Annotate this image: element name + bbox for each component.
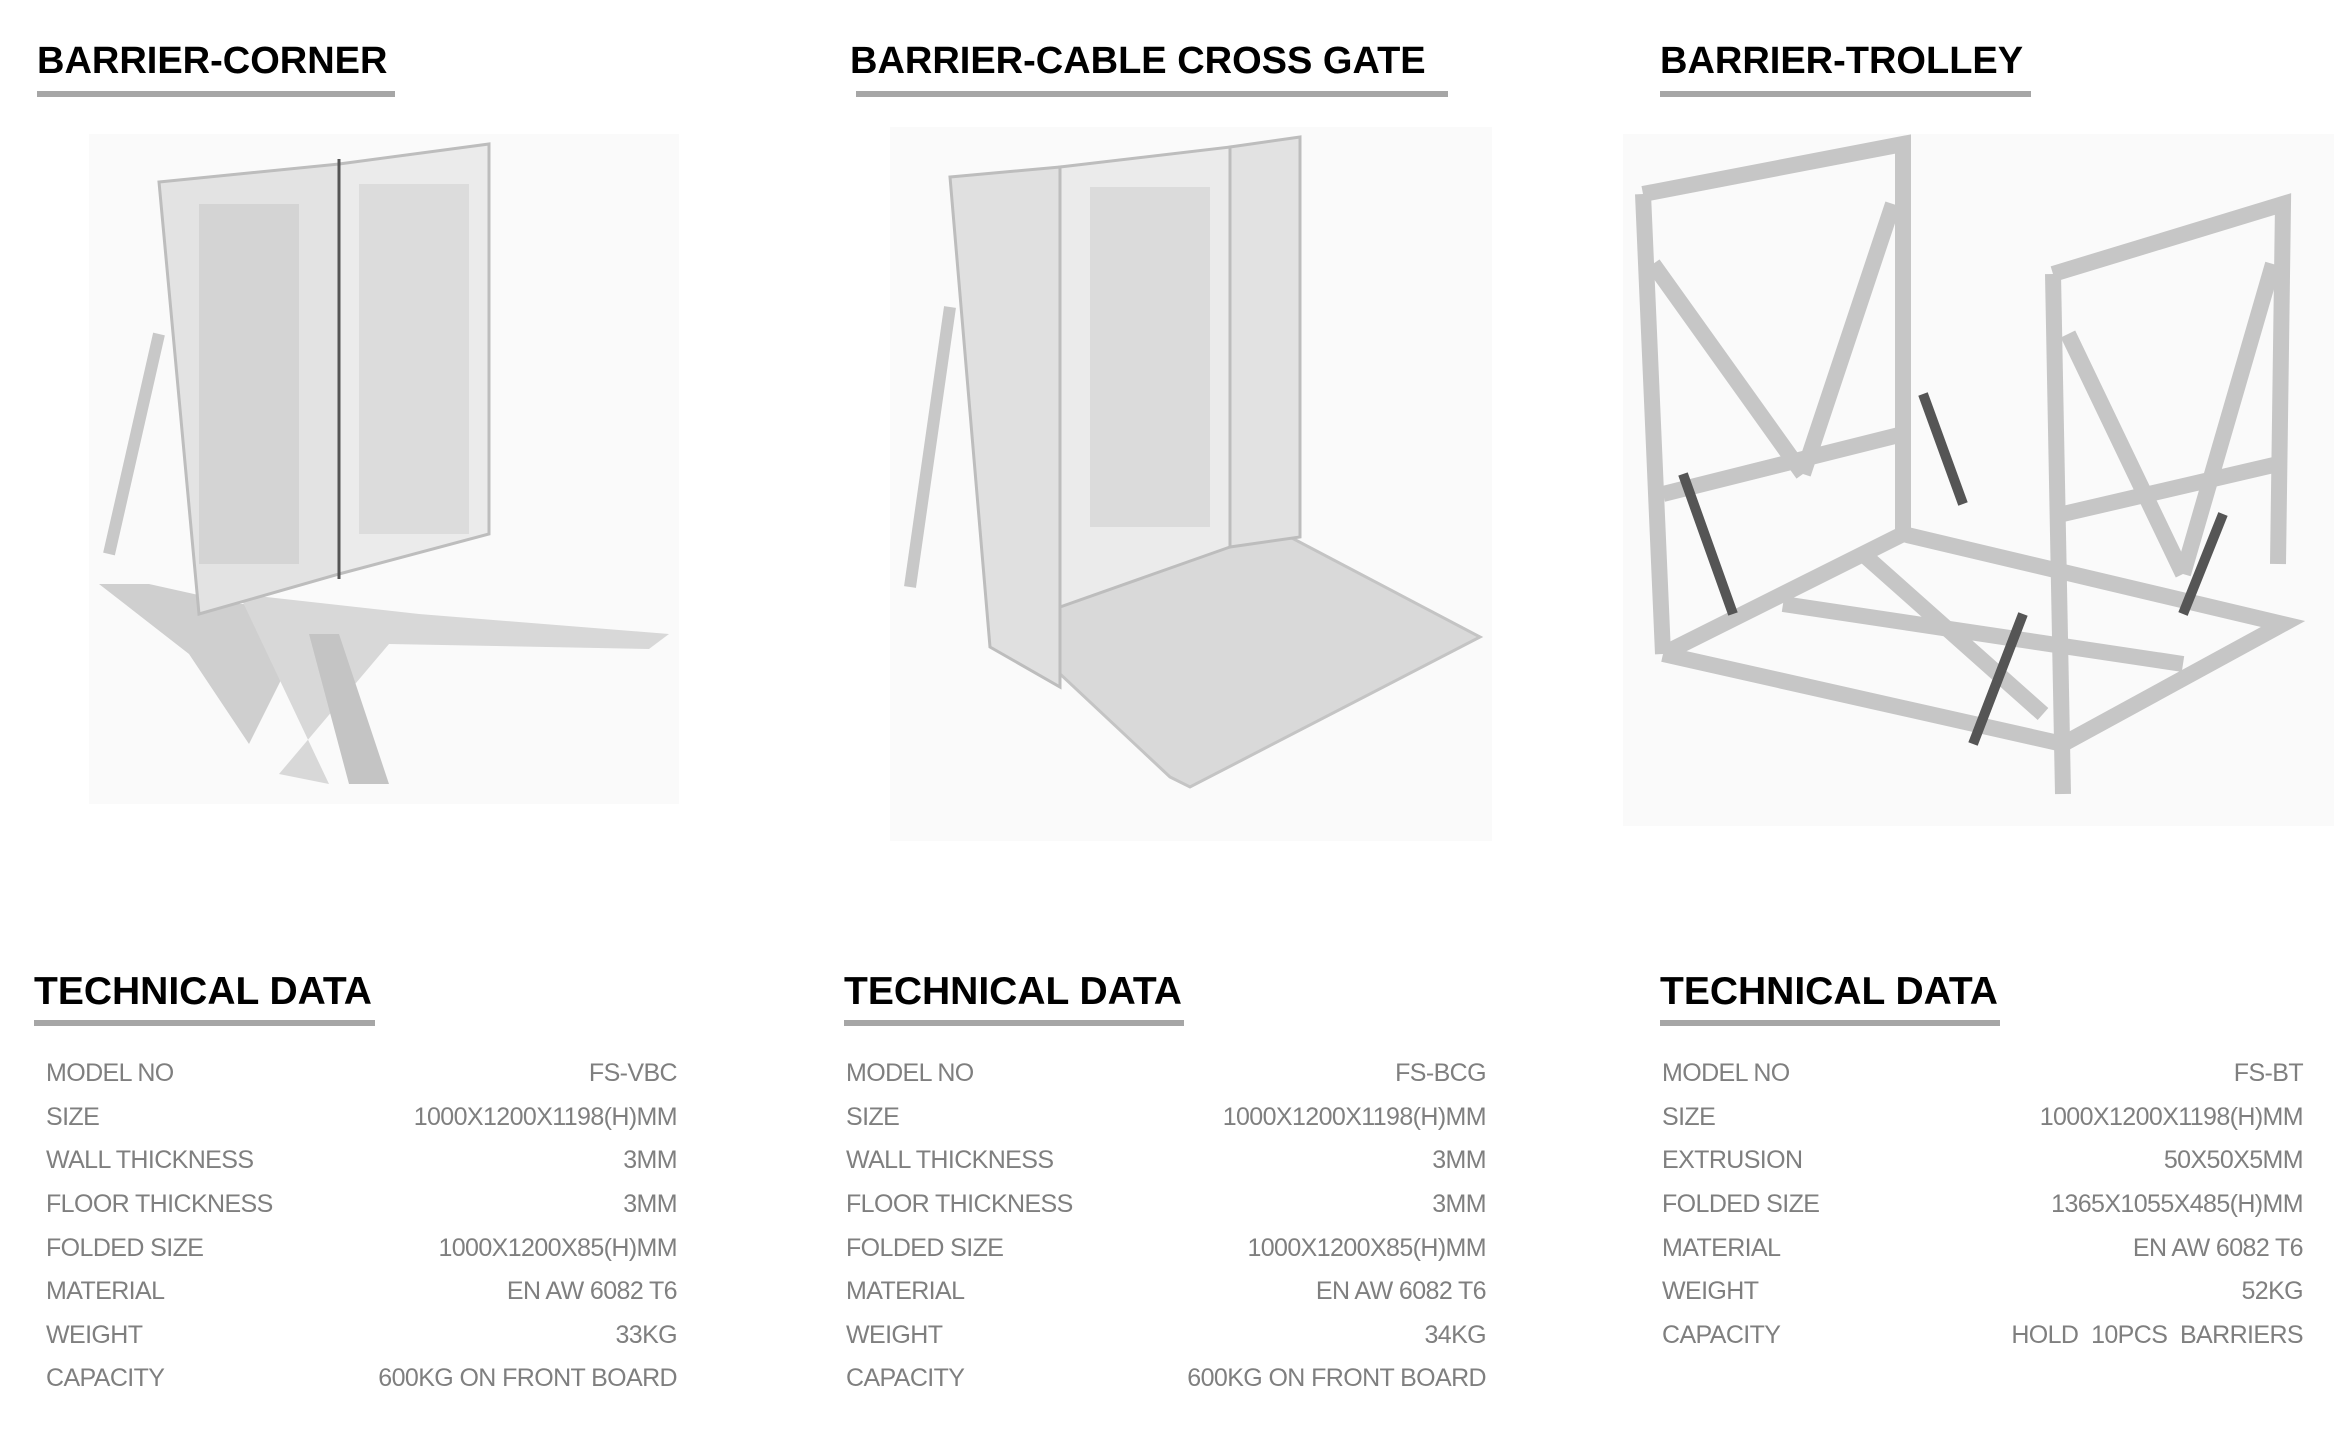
spec-row: MATERIAL EN AW 6082 T6 [46,1270,678,1314]
spec-row: CAPACITY 600KG ON FRONT BOARD [46,1357,678,1401]
spec-value: 600KG ON FRONT BOARD [378,1364,677,1393]
heading-underline [1660,1020,2000,1026]
title-underline [1660,91,2031,97]
spec-value: FS-VBC [588,1059,678,1088]
barrier-corner-image [89,134,679,804]
spec-row: FOLDED SIZE 1000X1200X85(H)MM [46,1226,678,1270]
spec-value: 600KG ON FRONT BOARD [1187,1364,1486,1393]
heading-underline [34,1020,375,1026]
spec-row: MATERIAL EN AW 6082 T6 [1662,1226,2304,1270]
spec-label: FLOOR THICKNESS [46,1190,273,1219]
barrier-cable-cross-gate-image [890,127,1492,841]
spec-row: MODEL NO FS-VBC [46,1052,678,1096]
spec-value: EN AW 6082 T6 [2132,1233,2304,1262]
spec-label: MODEL NO [46,1059,174,1088]
spec-value: 3MM [1432,1146,1486,1175]
spec-label: MATERIAL [846,1277,965,1306]
spec-value: EN AW 6082 T6 [506,1277,678,1306]
spec-value: 3MM [1432,1190,1486,1219]
product-title-barrier-trolley: BARRIER-TROLLEY [1660,40,2024,82]
spec-label: WALL THICKNESS [46,1146,254,1175]
barrier-trolley-image [1623,134,2334,826]
product-title-barrier-cable-cross-gate: BARRIER-CABLE CROSS GATE [850,40,1426,82]
technical-data-heading: TECHNICAL DATA [844,970,1182,1013]
spec-row: FOLDED SIZE 1365X1055X485(H)MM [1662,1183,2304,1227]
spec-value: 1000X1200X1198(H)MM [1222,1102,1487,1131]
spec-label: MODEL NO [846,1059,974,1088]
spec-row: WALL THICKNESS 3MM [846,1139,1487,1183]
spec-value: 34KG [1424,1320,1486,1349]
title-underline [37,91,395,97]
title-underline [856,91,1448,97]
spec-value: FS-BT [2233,1059,2304,1088]
spec-label: CAPACITY [46,1364,165,1393]
spec-label: FOLDED SIZE [846,1233,1004,1262]
spec-row: EXTRUSION 50X50X5MM [1662,1139,2304,1183]
spec-row: WALL THICKNESS 3MM [46,1139,678,1183]
spec-row: CAPACITY 600KG ON FRONT BOARD [846,1357,1487,1401]
spec-value: 1000X1200X1198(H)MM [413,1102,678,1131]
spec-row: MODEL NO FS-BT [1662,1052,2304,1096]
spec-table-barrier-trolley: MODEL NO FS-BT SIZE 1000X1200X1198(H)MM EX… [1662,1052,2304,1358]
spec-label: CAPACITY [846,1364,965,1393]
spec-value: 1000X1200X85(H)MM [1247,1233,1486,1262]
spec-row: FLOOR THICKNESS 3MM [46,1183,678,1227]
spec-label: EXTRUSION [1662,1146,1803,1175]
spec-value: EN AW 6082 T6 [1315,1277,1487,1306]
heading-underline [844,1020,1184,1026]
spec-value: 52KG [2241,1277,2303,1306]
spec-label: WALL THICKNESS [846,1146,1054,1175]
spec-label: MATERIAL [1662,1233,1781,1262]
spec-label: FOLDED SIZE [46,1233,204,1262]
spec-label: WEIGHT [846,1320,943,1349]
spec-label: FOLDED SIZE [1662,1190,1820,1219]
spec-label: SIZE [46,1102,100,1131]
spec-row: FOLDED SIZE 1000X1200X85(H)MM [846,1226,1487,1270]
spec-label: WEIGHT [1662,1277,1759,1306]
technical-data-heading: TECHNICAL DATA [1660,970,1998,1013]
spec-value: 1000X1200X1198(H)MM [2039,1102,2304,1131]
spec-label: MATERIAL [46,1277,165,1306]
spec-value: 1365X1055X485(H)MM [2051,1190,2303,1219]
spec-row: CAPACITY HOLD 10PCS BARRIERS [1662,1314,2304,1358]
spec-row: SIZE 1000X1200X1198(H)MM [46,1096,678,1140]
spec-value: 50X50X5MM [2163,1146,2304,1175]
spec-row: MODEL NO FS-BCG [846,1052,1487,1096]
spec-label: SIZE [1662,1102,1716,1131]
spec-value: FS-BCG [1395,1059,1486,1088]
spec-value: 33KG [615,1320,677,1349]
spec-row: SIZE 1000X1200X1198(H)MM [1662,1096,2304,1140]
spec-table-barrier-cable-cross-gate: MODEL NO FS-BCG SIZE 1000X1200X1198(H)MM W… [846,1052,1487,1401]
spec-row: WEIGHT 33KG [46,1314,678,1358]
spec-label: SIZE [846,1102,900,1131]
spec-label: WEIGHT [46,1320,143,1349]
spec-value: 3MM [623,1146,677,1175]
spec-row: SIZE 1000X1200X1198(H)MM [846,1096,1487,1140]
spec-row: WEIGHT 34KG [846,1314,1487,1358]
spec-value: 1000X1200X85(H)MM [438,1233,677,1262]
spec-label: MODEL NO [1662,1059,1790,1088]
spec-table-barrier-corner: MODEL NO FS-VBC SIZE 1000X1200X1198(H)MM W… [46,1052,678,1401]
spec-row: FLOOR THICKNESS 3MM [846,1183,1487,1227]
technical-data-heading: TECHNICAL DATA [34,970,372,1013]
spec-label: FLOOR THICKNESS [846,1190,1073,1219]
spec-value: HOLD 10PCS BARRIERS [2011,1320,2303,1349]
spec-row: MATERIAL EN AW 6082 T6 [846,1270,1487,1314]
spec-row: WEIGHT 52KG [1662,1270,2304,1314]
product-title-barrier-corner: BARRIER-CORNER [37,40,388,82]
spec-label: CAPACITY [1662,1320,1781,1349]
spec-value: 3MM [623,1190,677,1219]
